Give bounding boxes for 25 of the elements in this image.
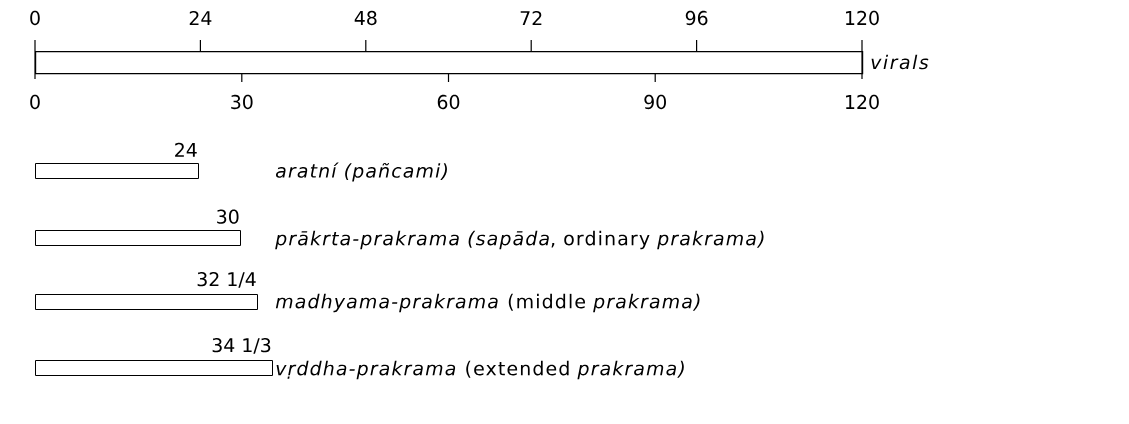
bar-name: prākrta-prakrama (sapāda, ordinary prakrama): [275, 230, 764, 250]
bar: [35, 230, 241, 246]
tick-label: 96: [685, 10, 708, 26]
tick-label: 72: [520, 11, 542, 26]
bar: [35, 360, 273, 376]
tick-label: 90: [644, 94, 666, 110]
tick-label: 48: [354, 10, 377, 26]
bar-name: aratní (pañcami): [276, 162, 447, 182]
bar-value: 24: [175, 142, 197, 157]
tick-label: 120: [846, 10, 879, 26]
tick-label: 0: [30, 94, 40, 110]
tick-label: 60: [437, 94, 460, 110]
tick-label: 120: [846, 94, 879, 110]
bar-value: 34 1/3: [212, 338, 271, 354]
tick-label: 30: [231, 94, 253, 110]
bar-value: 30: [217, 209, 239, 224]
tick-label: 24: [189, 11, 212, 26]
bar-name: vṛddha-prakrama (extended prakrama): [276, 360, 684, 380]
unit-label: virals: [871, 54, 929, 70]
bar: [35, 294, 258, 310]
tick-label: 0: [30, 10, 40, 26]
bar-name: madhyama-prakrama (middle prakrama): [275, 293, 700, 313]
bar: [35, 163, 199, 179]
bar-value: 32 1/4: [197, 272, 256, 288]
scale-bar: [35, 51, 864, 75]
